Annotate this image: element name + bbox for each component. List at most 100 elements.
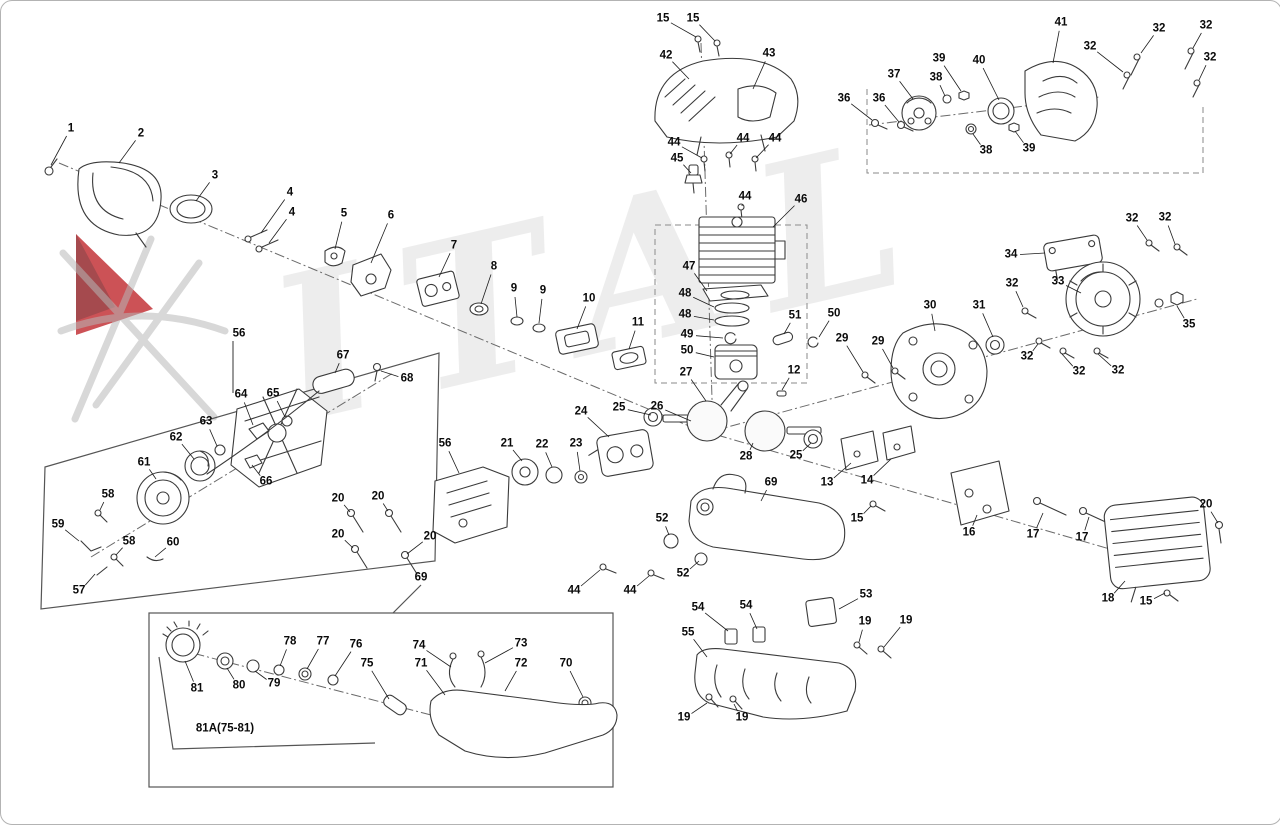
- part-number-label: 9: [511, 283, 517, 295]
- part-number-label: 3: [212, 170, 218, 182]
- part-number-label: 61: [138, 457, 151, 469]
- part-number-label: 44: [568, 585, 581, 597]
- part-number-label: 1: [68, 123, 74, 135]
- part-number-label: 41: [1055, 17, 1068, 29]
- part-number-label: 26: [651, 401, 664, 413]
- part-number-label: 54: [740, 600, 753, 612]
- part-number-label: 81: [191, 683, 204, 695]
- part-number-label: 45: [671, 153, 684, 165]
- part-number-label: 46: [795, 194, 808, 206]
- part-number-label: 19: [678, 712, 691, 724]
- part-number-label: 12: [788, 365, 801, 377]
- part-number-label: 50: [681, 345, 694, 357]
- part-number-label: 32: [1204, 52, 1217, 64]
- part-number-label: 32: [1200, 20, 1213, 32]
- part-number-label: 38: [930, 72, 943, 84]
- part-number-label: 73: [515, 638, 528, 650]
- part-number-label: 16: [963, 527, 976, 539]
- part-number-label: 17: [1076, 532, 1089, 544]
- part-number-label: 35: [1183, 319, 1196, 331]
- part-number-label: 32: [1073, 366, 1086, 378]
- part-number-label: 21: [501, 438, 514, 450]
- part-number-label: 24: [575, 406, 588, 418]
- part-number-label: 32: [1021, 351, 1034, 363]
- part-number-label: 15: [657, 13, 670, 25]
- part-number-label: 32: [1153, 23, 1166, 35]
- part-number-label: 37: [888, 69, 901, 81]
- part-number-label: 36: [873, 93, 886, 105]
- part-number-label: 79: [268, 678, 281, 690]
- part-number-label: 27: [680, 367, 693, 379]
- part-number-label: 25: [613, 402, 626, 414]
- part-number-label: 42: [660, 50, 673, 62]
- part-number-label: 70: [560, 658, 573, 670]
- part-number-label: 22: [536, 439, 549, 451]
- part-number-label: 68: [401, 373, 414, 385]
- part-number-label: 81A(75-81): [196, 723, 254, 735]
- part-number-label: 5: [341, 208, 347, 220]
- part-number-label: 7: [451, 240, 457, 252]
- part-number-label: 19: [859, 616, 872, 628]
- part-number-label: 55: [682, 627, 695, 639]
- part-number-label: 20: [332, 493, 345, 505]
- part-number-label: 76: [350, 639, 363, 651]
- part-number-label: 54: [692, 602, 705, 614]
- part-number-label: 75: [361, 658, 374, 670]
- part-number-label: 58: [123, 536, 136, 548]
- part-number-label: 65: [267, 388, 280, 400]
- part-number-label: 69: [765, 477, 778, 489]
- part-number-label: 71: [415, 658, 428, 670]
- part-number-label: 74: [413, 640, 426, 652]
- part-number-label: 32: [1084, 41, 1097, 53]
- part-number-label: 10: [583, 293, 596, 305]
- part-number-label: 25: [790, 450, 803, 462]
- part-number-label: 39: [1023, 143, 1036, 155]
- part-number-label: 52: [677, 568, 690, 580]
- part-number-label: 14: [861, 475, 874, 487]
- part-number-label: 20: [1200, 499, 1213, 511]
- part-number-label: 20: [372, 491, 385, 503]
- part-number-label: 32: [1159, 212, 1172, 224]
- part-number-label: 78: [284, 636, 297, 648]
- part-number-label: 64: [235, 389, 248, 401]
- part-number-label: 59: [52, 519, 65, 531]
- part-number-label: 48: [679, 288, 692, 300]
- part-number-label: 56: [439, 438, 452, 450]
- part-number-label: 44: [739, 191, 752, 203]
- part-number-label: 29: [836, 333, 849, 345]
- part-number-label: 80: [233, 680, 246, 692]
- part-number-label: 36: [838, 93, 851, 105]
- part-number-label: 38: [980, 145, 993, 157]
- part-number-label: 20: [332, 529, 345, 541]
- part-number-label: 51: [789, 310, 802, 322]
- part-number-label: 9: [540, 285, 546, 297]
- part-number-label: 39: [933, 53, 946, 65]
- part-number-label: 15: [687, 13, 700, 25]
- part-number-label: 32: [1006, 278, 1019, 290]
- part-number-label: 49: [681, 329, 694, 341]
- part-number-label: 43: [763, 48, 776, 60]
- part-number-label: 67: [337, 350, 350, 362]
- part-number-label: 57: [73, 585, 86, 597]
- part-number-label: 30: [924, 300, 937, 312]
- part-number-label: 20: [424, 531, 437, 543]
- part-number-label: 77: [317, 636, 330, 648]
- part-number-label: 66: [260, 476, 273, 488]
- part-number-label: 19: [736, 712, 749, 724]
- part-number-label: 15: [1140, 596, 1153, 608]
- part-number-label: 31: [973, 300, 986, 312]
- part-number-label: 60: [167, 537, 180, 549]
- part-number-label: 19: [900, 615, 913, 627]
- part-number-label: 17: [1027, 529, 1040, 541]
- part-number-label: 62: [170, 432, 183, 444]
- part-number-label: 58: [102, 489, 115, 501]
- part-number-label: 50: [828, 308, 841, 320]
- part-number-label: 32: [1126, 213, 1139, 225]
- part-number-label: 6: [388, 210, 394, 222]
- part-number-label: 72: [515, 658, 528, 670]
- part-number-label: 32: [1112, 365, 1125, 377]
- part-number-label: 11: [632, 317, 644, 329]
- part-number-label: 53: [860, 589, 873, 601]
- part-number-label: 28: [740, 451, 753, 463]
- part-number-label: 44: [624, 585, 637, 597]
